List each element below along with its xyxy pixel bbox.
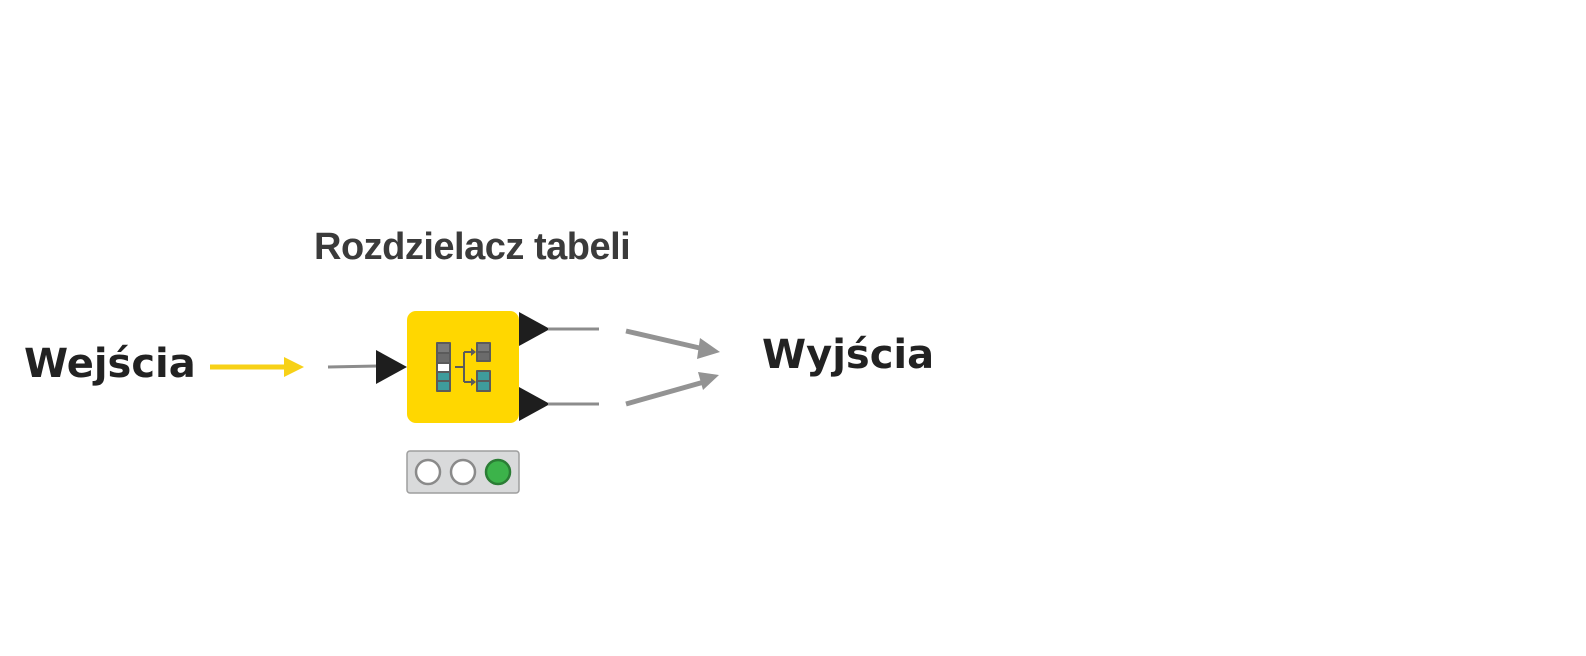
input-connector-line [327,364,379,369]
output-port-bottom[interactable] [519,387,550,421]
output-port-top[interactable] [519,312,550,346]
output-arrow-top [625,328,720,359]
node-status-traffic-light [406,450,520,494]
outputs-label: Wyjścia [762,332,935,378]
inputs-label: Wejścia [24,341,196,387]
table-splitter-icon [436,342,491,392]
status-light-yellow-off [449,458,477,486]
status-light-red-off [414,458,442,486]
output-arrow-bottom [625,372,719,407]
status-light-green-on [484,458,512,486]
input-port[interactable] [376,350,407,384]
node-title: Rozdzielacz tabeli [314,226,631,268]
input-arrow [210,357,304,377]
